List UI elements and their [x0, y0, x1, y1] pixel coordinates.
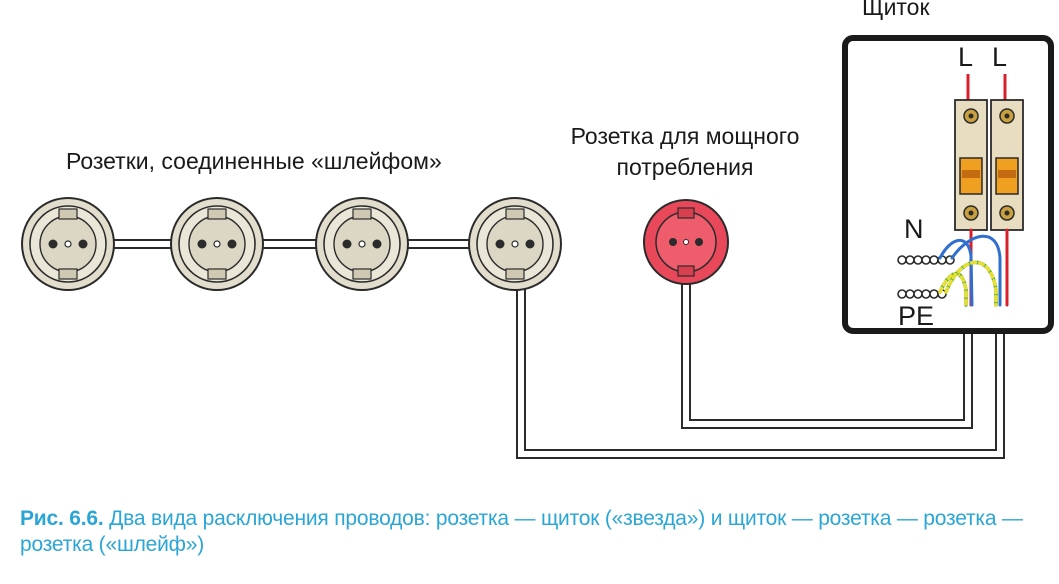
phase-label-right: L [992, 42, 1008, 72]
star-cable [681, 282, 973, 429]
power-socket-label: Розетка для мощного потребления [540, 121, 830, 183]
phase-wires [966, 74, 1007, 100]
power-socket-label-line-2: потребления [616, 154, 754, 180]
loop-socket-1 [21, 197, 115, 291]
loop-sockets-label: Розетки, соединенные «шлейфом» [66, 148, 442, 174]
power-socket-label-line-1: Розетка для мощного [570, 123, 800, 149]
panel-title: Щиток [862, 0, 930, 20]
neutral-terminal-block [897, 255, 955, 265]
circuit-breaker-left [954, 99, 988, 231]
figure-caption-text: Два вида расключения проводов: розетка —… [20, 507, 1023, 556]
ground-label: PE [898, 301, 935, 331]
panel-conductors [938, 228, 1009, 307]
loop-socket-3 [315, 197, 409, 291]
phase-label-left: L [958, 42, 974, 72]
figure-caption: Рис. 6.6. Два вида расключения проводов:… [20, 506, 1040, 558]
neutral-label: N [904, 214, 924, 244]
loop-socket-2 [170, 197, 264, 291]
circuit-breaker-right [990, 99, 1024, 231]
loop-socket-4 [468, 197, 562, 291]
power-socket [643, 199, 729, 285]
figure-number: Рис. 6.6. [20, 507, 104, 530]
